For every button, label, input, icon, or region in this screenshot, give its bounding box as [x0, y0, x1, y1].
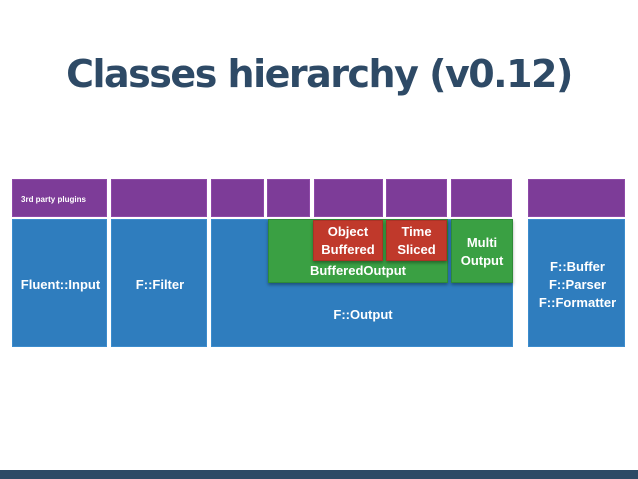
multi-output-block: Multi Output	[451, 219, 513, 283]
plugin-block-filter	[111, 179, 207, 217]
multi-output-labels: Multi Output	[452, 234, 512, 270]
utilities-labels: F::Buffer F::Parser F::Formatter	[529, 258, 626, 312]
footer-bar	[0, 470, 638, 479]
buffered-output-label: BufferedOutput	[309, 263, 407, 278]
time-sliced-line2: Sliced	[397, 241, 436, 257]
object-buffered-block: Object Buffered	[313, 220, 383, 261]
plugins-label: 3rd party plugins	[21, 195, 86, 204]
object-buffered-line1: Object	[327, 223, 369, 239]
fluent-input-block: Fluent::Input	[12, 219, 107, 347]
plugin-block-multi-output	[451, 179, 512, 217]
output-label: F::Output	[333, 307, 393, 322]
object-buffered-line2: Buffered	[321, 241, 375, 257]
plugin-block-utilities	[528, 179, 625, 217]
multi-output-line2: Output	[460, 253, 504, 268]
formatter-label: F::Formatter	[538, 295, 617, 310]
plugin-block-time-sliced	[386, 179, 447, 217]
plugin-block-input: 3rd party plugins	[12, 179, 107, 217]
time-sliced-line1: Time	[401, 223, 432, 239]
fluent-input-label: Fluent::Input	[20, 277, 101, 292]
parser-label: F::Parser	[548, 277, 607, 292]
filter-block: F::Filter	[111, 219, 207, 347]
plugin-block-buffered-output	[267, 179, 310, 217]
multi-output-line1: Multi	[466, 235, 498, 250]
page-title: Classes hierarchy (v0.12)	[66, 52, 573, 96]
plugin-block-output	[211, 179, 264, 217]
time-sliced-block: Time Sliced	[386, 220, 447, 261]
plugin-block-object-buffered	[314, 179, 383, 217]
filter-label: F::Filter	[135, 277, 185, 292]
utilities-block: F::Buffer F::Parser F::Formatter	[528, 219, 625, 347]
buffer-label: F::Buffer	[550, 259, 605, 274]
